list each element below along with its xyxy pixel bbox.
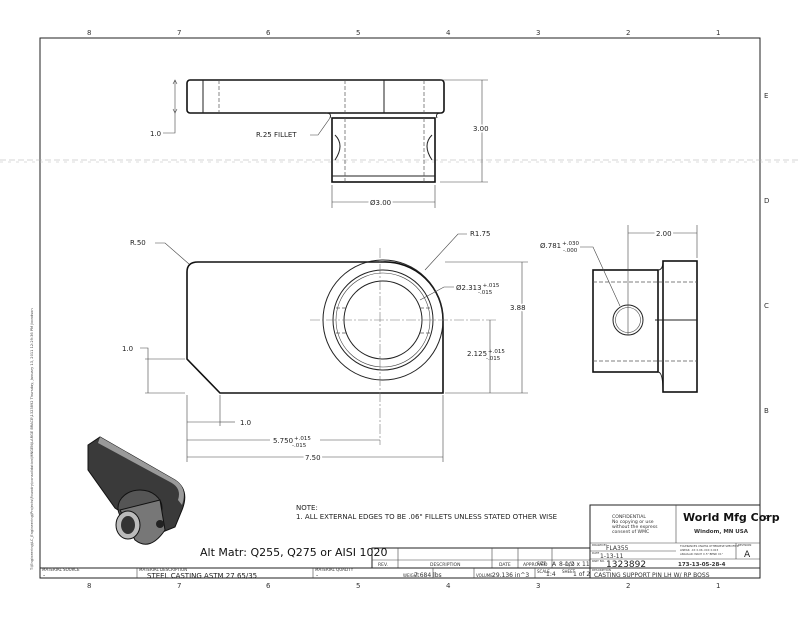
- fillet-callout: R.25 FILLET: [256, 131, 297, 139]
- zone-col-5: 5: [356, 29, 360, 37]
- date-label: DATE: [592, 551, 600, 555]
- size-code: A: [552, 561, 557, 568]
- zone-row-E: E: [764, 92, 768, 100]
- note-line-1: 1. ALL EXTERNAL EDGES TO BE .06" FILLETS…: [296, 513, 557, 521]
- side-view: 2.00 Ø.781+.030-.000: [540, 225, 698, 393]
- dim-chamfer-horizontal: 1.0: [240, 419, 251, 427]
- dim-overall-height: 3.00: [473, 125, 489, 133]
- file-path-stamp: T:\Engineering\LC_Engineering\Projects\F…: [30, 308, 34, 571]
- plate-outline: [186, 261, 444, 394]
- rev-header-description: DESCRIPTION: [430, 562, 460, 568]
- title-block: CONFIDENTIAL No copying or use without t…: [589, 504, 780, 579]
- isometric-view: [87, 436, 186, 545]
- dim-bore-center-x: 5.750+.015-.015: [273, 436, 311, 449]
- zone-col-6: 6: [266, 29, 271, 37]
- rev-header-eco: ECO: [565, 562, 575, 568]
- zone-col-4-bottom: 4: [446, 582, 451, 590]
- volume: 29.136 in^3: [492, 572, 529, 579]
- zone-col-2-bottom: 2: [626, 582, 630, 590]
- dim-chamfer-vertical: 1.0: [122, 345, 133, 353]
- material-source-label: MATERIAL SOURCE: [42, 567, 80, 572]
- zone-row-A: A: [764, 514, 769, 522]
- material-quality: -: [316, 572, 318, 579]
- company-location: Windom, MN USA: [694, 529, 749, 535]
- zone-col-2: 2: [626, 29, 630, 37]
- dim-boss-radius: R1.75: [470, 230, 490, 238]
- part-number-label: PART NO.: [592, 559, 605, 563]
- size-label: SIZE: [537, 561, 546, 566]
- dim-boss-diameter: Ø3.00: [370, 199, 391, 207]
- confidential-4: consent of WMC: [612, 529, 649, 535]
- drawing-border: [39, 37, 761, 579]
- sheet-number: 1 of 2: [573, 571, 590, 578]
- company-name: World Mfg Corp: [683, 511, 780, 524]
- zone-row-C: C: [764, 302, 769, 310]
- zone-col-1-bottom: 1: [716, 582, 720, 590]
- revision: A: [744, 550, 751, 560]
- confidential-1: CONFIDENTIAL: [612, 514, 646, 520]
- zone-col-1: 1: [716, 29, 720, 37]
- flange-side-outline: [662, 260, 698, 393]
- confidential-3: without the express: [612, 524, 658, 530]
- dim-plate-width: 3.88: [510, 304, 526, 312]
- zone-col-7-bottom: 7: [177, 582, 181, 590]
- tolerance-3: ANGULAR: MACH ±.5° BEND ±1°: [680, 552, 724, 556]
- sheet-size: 8-1/2 x 11: [559, 561, 590, 568]
- zone-row-B: B: [764, 407, 769, 415]
- revision-label: REVISION: [738, 543, 751, 547]
- date: 1-13-11: [600, 553, 624, 560]
- material-source: -: [43, 572, 45, 579]
- alt-material: Alt Matr: Q255, Q275 or AISI 1020: [200, 546, 388, 559]
- note-title: NOTE:: [296, 504, 318, 512]
- zone-col-8: 8: [87, 29, 91, 37]
- material-desc-label: MATERIAL DESCRIPTION: [139, 567, 187, 572]
- zone-col-3-bottom: 3: [536, 582, 540, 590]
- material-quality-label: MATERIAL QUALITY: [315, 567, 354, 572]
- tolerance-2: LINEAR: .XX ±.06 .XXX ±.015: [680, 548, 719, 552]
- confidential-2: No copying or use: [612, 519, 654, 525]
- revision-table: REV. DESCRIPTION DATE APPROVED ECO: [371, 547, 591, 569]
- drawn-by: FLA355: [606, 545, 629, 552]
- dim-corner-radius: R.50: [130, 239, 146, 247]
- boss-side-outline: [592, 269, 659, 373]
- weight-label: WEIGHT: [403, 573, 420, 578]
- description-label: DESCRIPTION: [592, 568, 611, 572]
- reference-number: 173-13-05-28-4: [678, 562, 726, 568]
- dim-overall-length: 7.50: [305, 454, 321, 462]
- rev-header-rev: REV.: [378, 562, 388, 568]
- zone-col-5-bottom: 5: [356, 582, 360, 590]
- volume-label: VOLUME: [476, 573, 493, 578]
- drawn-by-label: DRAWN BY: [592, 543, 607, 547]
- dim-flange-thickness: 1.0: [150, 130, 161, 138]
- dim-side-width: 2.00: [656, 230, 672, 238]
- zone-col-7: 7: [177, 29, 181, 37]
- zone-row-D: D: [764, 197, 769, 205]
- dim-cross-hole: Ø.781+.030-.000: [540, 241, 579, 254]
- dim-bore-center-y: 2.125+.015-.015: [467, 349, 505, 362]
- boss-outline: [331, 117, 436, 183]
- flange-outline: [186, 79, 445, 114]
- zone-markers: 8 7 6 5 4 3 2 1 8 7 6 5 4 3 2 1 E D C B …: [87, 29, 769, 590]
- front-view: 1.0 R.25 FILLET 3.00 Ø3.00: [150, 79, 490, 209]
- sheet-label: SHEET: [562, 569, 576, 574]
- zone-col-6-bottom: 6: [266, 582, 271, 590]
- rev-header-approved: APPROVED: [523, 562, 548, 568]
- weight: 7.684 lbs: [414, 572, 442, 579]
- zone-col-3: 3: [536, 29, 540, 37]
- rev-header-date: DATE: [499, 562, 511, 568]
- dim-bore-diameter: Ø2.313+.015-.015: [456, 283, 500, 296]
- part-number: 1323892: [606, 560, 646, 570]
- zone-col-4: 4: [446, 29, 451, 37]
- zone-col-8-bottom: 8: [87, 582, 91, 590]
- scale-label: SCALE: [537, 569, 550, 574]
- scale: 1:4: [546, 571, 556, 578]
- plan-view: R.50 R1.75 Ø2.313+.015-.015 3.88 2.125+.…: [122, 230, 528, 464]
- part-description: CASTING SUPPORT PIN LH W/ RP BOSS: [594, 572, 710, 579]
- material-description: STEEL CASTING ASTM 27 65/35: [147, 572, 257, 580]
- tolerance-1: TOLERANCES UNLESS OTHERWISE SPECIFIED: [680, 544, 739, 548]
